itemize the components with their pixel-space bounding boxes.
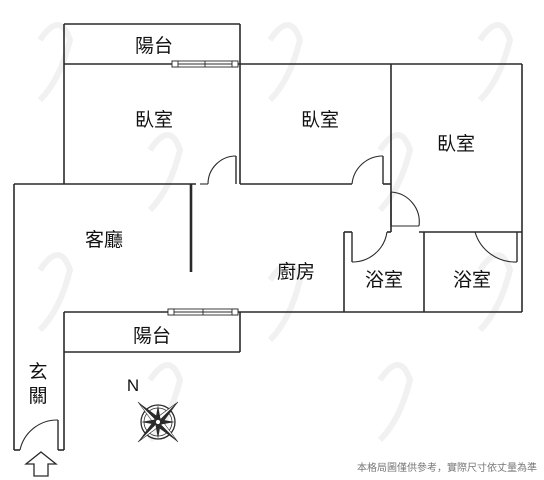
room-label-bedroom-3: 臥室	[437, 133, 475, 155]
door-entrance	[19, 419, 59, 451]
entry-arrow-icon	[24, 451, 58, 477]
disclaimer-text: 本格局圖僅供參考，實際尺寸依丈量為準	[357, 461, 537, 474]
room-label-bedroom-2: 臥室	[301, 109, 339, 131]
door-bedroom-3	[390, 191, 420, 227]
door-bedroom-2	[351, 155, 384, 185]
compass-north-label: N	[127, 376, 139, 395]
room-label-entrance-2: 關	[28, 385, 47, 407]
sliding-window-top	[171, 60, 239, 68]
door-bedroom-1	[200, 155, 237, 185]
door-bathroom-1	[351, 231, 388, 263]
room-label-bathroom-2: 浴室	[453, 269, 491, 291]
compass-rose-icon	[137, 401, 179, 443]
room-label-bathroom-1: 浴室	[365, 269, 403, 291]
room-label-balcony-bottom: 陽台	[133, 325, 171, 347]
room-label-balcony-top: 陽台	[135, 35, 173, 57]
room-label-kitchen: 廚房	[277, 260, 315, 283]
door-bathroom-2	[474, 231, 518, 263]
room-label-bedroom-1: 臥室	[135, 109, 173, 131]
room-label-entrance-1: 玄	[28, 361, 47, 383]
room-label-living-room: 客廳	[85, 229, 123, 251]
sliding-window-bottom	[167, 308, 239, 316]
